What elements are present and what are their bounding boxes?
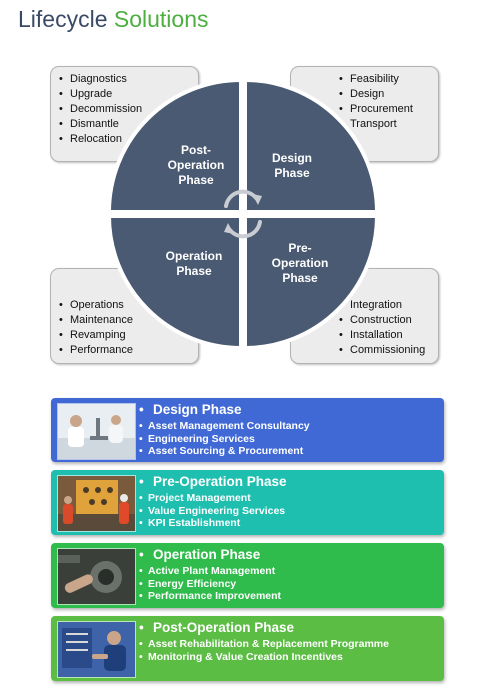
list-item: Operations [59, 298, 133, 313]
post-operation-phase-band: Post-Operation Phase Asset Rehabilitatio… [51, 616, 444, 681]
post-operation-phase-photo [57, 621, 136, 678]
list-item: Performance [59, 343, 133, 358]
pre-operation-phase-band: Pre-Operation Phase Project Management V… [51, 470, 444, 535]
page-title: Lifecycle Solutions [18, 6, 209, 33]
operation-phase-title: Operation Phase [139, 547, 260, 562]
lifecycle-circle [106, 77, 380, 351]
list-item: Project Management [139, 492, 285, 505]
pre-operation-phase-photo [57, 475, 136, 532]
list-item: Construction [339, 313, 425, 328]
quadrant-label-operation: Operation Phase [165, 249, 223, 278]
list-item: Installation [339, 328, 425, 343]
list-item: Commissioning [339, 343, 425, 358]
list-item: Integration [339, 298, 425, 313]
list-item: Transport [339, 117, 413, 132]
list-item: Engineering Services [139, 433, 310, 446]
quadrant-label-pre-operation: Pre- Operation Phase [271, 241, 329, 285]
list-item: Decommission [59, 102, 142, 117]
design-phase-band: Design Phase Asset Management Consultanc… [51, 398, 444, 462]
quadrant-operation [106, 214, 243, 351]
pre-operation-phase-title: Pre-Operation Phase [139, 474, 287, 489]
list-item: KPI Establishment [139, 517, 285, 530]
list-item: Design [339, 87, 413, 102]
post-operation-phase-title: Post-Operation Phase [139, 620, 294, 635]
design-phase-photo [57, 403, 136, 460]
list-item: Procurement [339, 102, 413, 117]
title-main: Lifecycle [18, 6, 108, 32]
operation-phase-photo [57, 548, 136, 605]
list-item: Active Plant Management [139, 565, 281, 578]
quadrant-post-operation [106, 77, 243, 214]
quadrant-label-post-operation: Post- Operation Phase [167, 143, 225, 187]
cycle-arrows-icon [224, 189, 262, 239]
list-item: Monitoring & Value Creation Incentives [139, 651, 389, 664]
list-item: Feasibility [339, 72, 413, 87]
list-item: Asset Sourcing & Procurement [139, 445, 310, 458]
list-item: Dismantle [59, 117, 142, 132]
list-item: Asset Management Consultancy [139, 420, 310, 433]
quadrant-design [243, 77, 380, 214]
list-item: Energy Efficiency [139, 578, 281, 591]
list-item: Maintenance [59, 313, 133, 328]
list-item: Asset Rehabilitation & Replacement Progr… [139, 638, 389, 651]
quadrant-pre-operation [243, 214, 380, 351]
list-item: Relocation [59, 132, 142, 147]
quadrant-label-design: Design Phase [271, 151, 312, 180]
list-item: Diagnostics [59, 72, 142, 87]
operation-phase-band: Operation Phase Active Plant Management … [51, 543, 444, 608]
design-phase-title: Design Phase [139, 402, 242, 417]
list-item: Value Engineering Services [139, 505, 285, 518]
list-item: Upgrade [59, 87, 142, 102]
title-accent: Solutions [113, 6, 209, 32]
list-item: Revamping [59, 328, 133, 343]
list-item: Performance Improvement [139, 590, 281, 603]
